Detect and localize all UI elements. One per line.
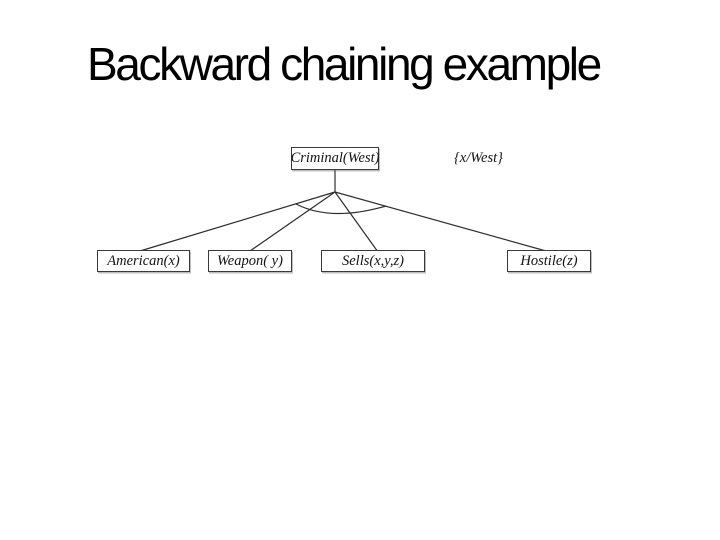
node-sells: Sells(x,y,z) [321,250,425,272]
node-american: American(x) [97,250,190,272]
slide-title: Backward chaining example [87,38,602,90]
node-american-label: American(x) [107,252,180,269]
edge-american-line [139,191,336,252]
node-weapon: Weapon( y) [208,250,292,272]
substitution-label: {x/West} [454,150,503,166]
and-arc [295,203,387,215]
edge-hostile-line [334,191,547,252]
edge-weapon-line [249,191,336,252]
node-criminal-west-label: Criminal(West) [290,150,380,166]
node-sells-label: Sells(x,y,z) [341,252,404,269]
node-criminal-west: Criminal(West) [291,147,379,170]
node-hostile-label: Hostile(z) [520,252,578,269]
node-hostile: Hostile(z) [507,250,591,272]
edge-sells-line [334,191,379,253]
node-weapon-label: Weapon( y) [217,252,283,269]
